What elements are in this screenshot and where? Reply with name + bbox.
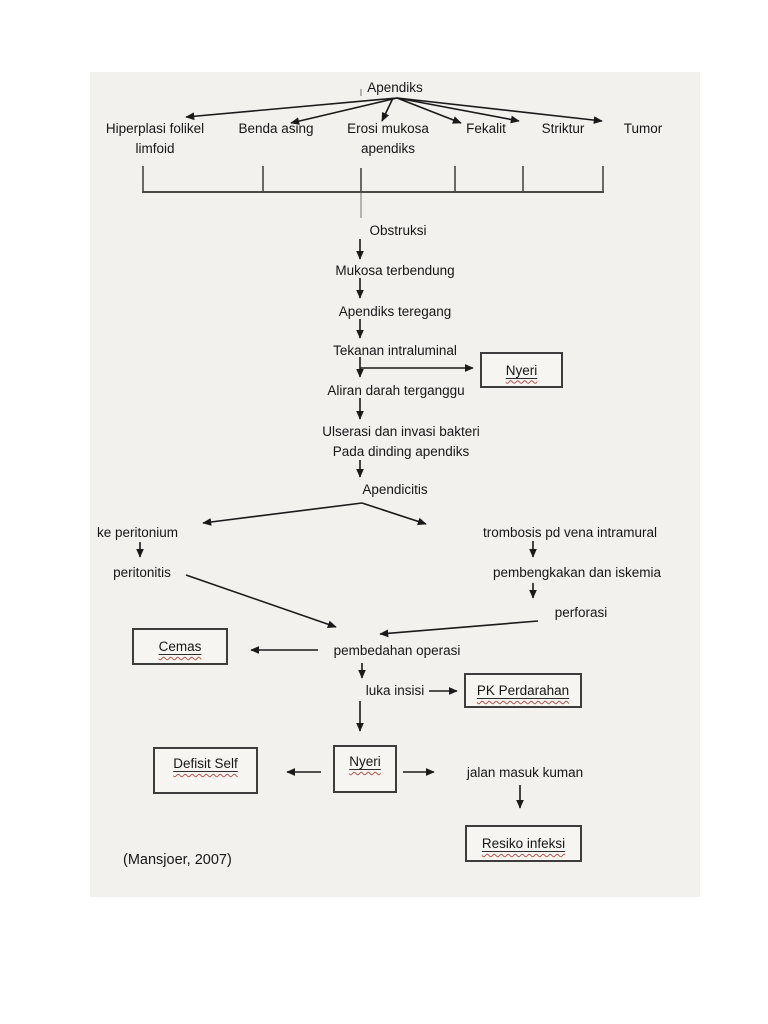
flow-node-peritonitis: peritonitis [113,565,171,580]
flow-arrows [136,89,604,809]
arrow-apendiks-erosi [381,97,394,122]
flow-node-benda-asing: Benda asing [238,121,314,136]
flow-node-apendicitis: Apendicitis [362,482,428,497]
flow-node-erosi-line1: Erosi mukosa [347,121,429,136]
flow-node-pembengkakan: pembengkakan dan iskemia [492,565,662,580]
arrow-apendiks-tumor [396,97,603,124]
citation-text: (Mansjoer, 2007) [123,852,232,868]
flow-node-hiperplasi: Hiperplasi folikel limfoid [94,119,216,159]
flow-node-erosi-line2: apendiks [360,141,416,156]
flow-box-cemas-text: Cemas [158,639,202,654]
flow-box-pk-perdarahan-text: PK Perdarahan [476,683,570,698]
flow-node-pembedahan: pembedahan operasi [333,643,461,658]
flow-box-defisit-self-text: Defisit Self [173,756,238,771]
flow-box-nyeri-top-text: Nyeri [505,362,538,378]
flow-box-defisit-self-label: Defisit Self [173,756,238,771]
arrow-perforasi-pembedahan [379,620,539,638]
arrow-apendiks-fekalit [396,97,462,124]
arrow-apendiks-hiperplasi [185,97,398,121]
flow-node-hiperplasi-line2: limfoid [135,141,175,156]
flow-box-pk-perdarahan: PK Perdarahan [464,673,582,708]
flow-node-hiperplasi-line1: Hiperplasi folikel [105,121,205,136]
flow-node-ulserasi: Ulserasi dan invasi bakteri Pada dinding… [301,422,501,462]
flow-node-apendiks-teregang: Apendiks teregang [338,304,452,319]
flow-node-apendiks: Apendiks [367,80,423,95]
flow-node-obstruksi: Obstruksi [369,223,427,238]
flow-box-cemas: Cemas [132,628,228,665]
flow-node-tekanan-intraluminal: Tekanan intraluminal [333,343,457,358]
flow-node-ke-peritonium: ke peritonium [97,525,179,540]
bracket-lines [142,89,604,218]
flow-node-mukosa-terbendung: Mukosa terbendung [335,263,455,278]
flow-node-ulserasi-line1: Ulserasi dan invasi bakteri [322,424,480,439]
flow-node-aliran-darah: Aliran darah terganggu [327,383,465,398]
arrow-apendiks-benda [290,97,398,125]
flow-node-perforasi: perforasi [554,605,608,620]
flow-box-cemas-label: Cemas [159,639,202,654]
flow-box-pk-perdarahan-label: PK Perdarahan [477,683,569,698]
arrow-apendiks-striktur [396,97,520,124]
flow-node-jalan-masuk: jalan masuk kuman [466,765,584,780]
arrow-apendicitis-trombosis [361,502,427,526]
flow-box-nyeri-bottom-label: Nyeri [349,754,381,769]
scanned-page: Apendiks Hiperplasi folikel limfoid Bend… [90,72,700,897]
flow-box-nyeri-bottom: Nyeri [333,745,397,793]
flow-box-resiko-infeksi-label: Resiko infeksi [482,836,565,851]
flow-node-luka-insisi: luka insisi [365,683,425,698]
flow-node-fekalit: Fekalit [466,121,506,136]
flow-node-trombosis: trombosis pd vena intramural [482,525,658,540]
arrow-apendicitis-peritonium [202,502,363,526]
flow-node-ulserasi-line2: Pada dinding apendiks [332,444,470,459]
flow-node-tumor: Tumor [623,121,663,136]
flow-box-defisit-self: Defisit Self [153,747,258,794]
arrow-peritonitis-pembedahan [185,574,337,628]
flow-box-resiko-infeksi: Resiko infeksi [465,825,582,862]
flow-box-nyeri-bottom-text: Nyeri [349,754,381,769]
flow-box-resiko-infeksi-text: Resiko infeksi [481,836,566,851]
flow-node-erosi: Erosi mukosa apendiks [328,119,448,159]
flow-node-striktur: Striktur [541,121,585,136]
flow-box-nyeri-top: Nyeri [480,352,563,388]
flow-box-nyeri-top-label: Nyeri [506,363,538,378]
